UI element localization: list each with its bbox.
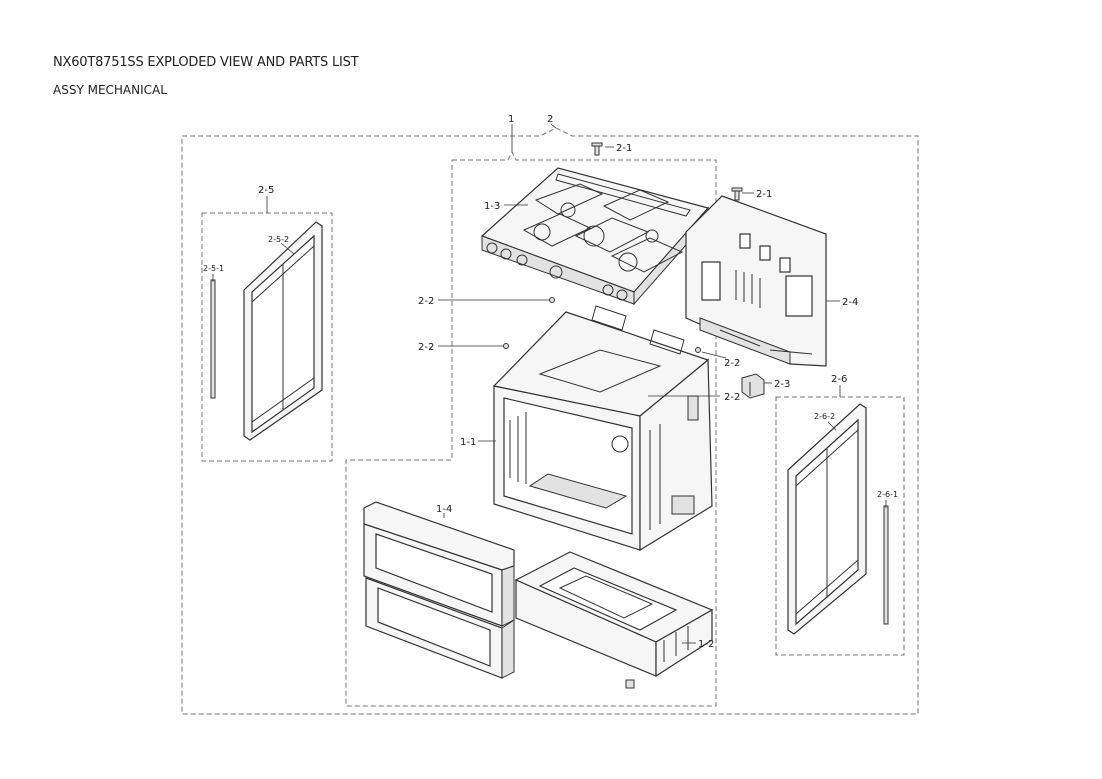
part-2-1-screw-top (591, 142, 603, 156)
callout-2-2-b: 2-2 (418, 342, 434, 353)
assembly-2-boundary (181, 127, 919, 715)
callout-2-5-2: 2-5-2 (268, 235, 289, 244)
part-2-2-screw-a (549, 297, 555, 303)
callout-1-4: 1-4 (436, 504, 452, 515)
part-2-4-back-panel (685, 195, 827, 367)
callout-2-3: 2-3 (774, 379, 790, 390)
part-1-4-door (363, 501, 515, 679)
part-2-3-bracket (741, 373, 765, 399)
callout-2-5-1: 2-5-1 (203, 264, 224, 273)
page-subtitle: ASSY MECHANICAL (53, 83, 167, 97)
callout-2-1-back: 2-1 (756, 189, 772, 200)
part-1-3-cooktop (480, 167, 710, 306)
callout-1-3: 1-3 (484, 201, 500, 212)
callout-2-1-top: 2-1 (616, 143, 632, 154)
part-2-2-screw-c (695, 347, 701, 353)
callout-2-6: 2-6 (831, 374, 847, 385)
callout-assy-2: 2 (547, 114, 553, 125)
part-1-1-oven-cavity (492, 305, 713, 552)
page-title: NX60T8751SS EXPLODED VIEW AND PARTS LIST (53, 55, 359, 70)
part-2-5-door-glass (243, 221, 323, 441)
callout-2-6-2: 2-6-2 (814, 412, 835, 421)
part-1-2-drawer (514, 551, 714, 689)
part-2-5-1-seal (210, 279, 216, 399)
assembly-1-boundary (345, 150, 717, 707)
callout-1-1: 1-1 (460, 437, 476, 448)
callout-assy-1: 1 (508, 114, 514, 125)
part-2-2-screw-b (503, 343, 509, 349)
part-2-1-screw-back (731, 187, 743, 201)
callout-2-5: 2-5 (258, 185, 274, 196)
callout-2-2-a: 2-2 (418, 296, 434, 307)
callout-2-2-d: 2-2 (724, 392, 740, 403)
callout-1-2: 1-2 (698, 639, 714, 650)
part-2-6-1-seal (883, 505, 889, 625)
part-2-6-door-glass (787, 403, 867, 635)
callout-2-2-c: 2-2 (724, 358, 740, 369)
callout-2-6-1: 2-6-1 (877, 490, 898, 499)
callout-2-4: 2-4 (842, 297, 858, 308)
